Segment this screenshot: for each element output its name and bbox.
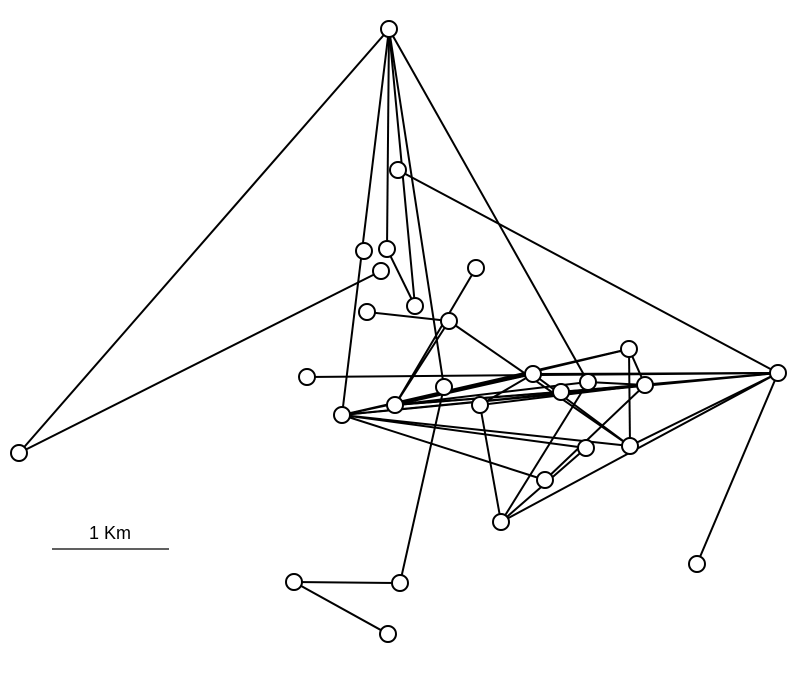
node-b xyxy=(389,161,407,179)
edge-41 xyxy=(399,386,445,584)
node-aa xyxy=(688,555,706,573)
edge-19 xyxy=(341,414,587,449)
edge-33 xyxy=(544,384,646,481)
edge-8 xyxy=(18,270,382,454)
scale-bar-label: 1 Km xyxy=(89,523,131,543)
node-k xyxy=(298,368,316,386)
edge-36 xyxy=(629,372,779,447)
node-e xyxy=(372,262,390,280)
node-a xyxy=(380,20,398,38)
node-z xyxy=(492,513,510,531)
node-q xyxy=(524,365,542,383)
edge-4 xyxy=(388,28,445,388)
node-ad xyxy=(379,625,397,643)
node-l xyxy=(435,378,453,396)
edge-12 xyxy=(394,320,450,406)
node-h xyxy=(358,303,376,321)
node-w xyxy=(621,437,639,455)
node-g xyxy=(467,259,485,277)
edge-6 xyxy=(397,169,779,374)
edge-10 xyxy=(448,320,631,447)
node-d xyxy=(378,240,396,258)
edge-5 xyxy=(388,28,589,383)
node-ab xyxy=(285,573,303,591)
edge-39 xyxy=(532,372,779,375)
edge-42 xyxy=(293,581,401,584)
edge-29 xyxy=(532,373,631,447)
nodes xyxy=(10,20,787,643)
edge-38 xyxy=(560,372,779,393)
edge-37 xyxy=(696,372,779,565)
edge-25 xyxy=(394,373,534,406)
node-v xyxy=(769,364,787,382)
edge-18 xyxy=(341,414,546,481)
edge-43 xyxy=(293,581,389,635)
edge-31 xyxy=(628,348,631,447)
node-ac xyxy=(391,574,409,592)
node-o xyxy=(471,396,489,414)
edges xyxy=(18,28,779,635)
node-r xyxy=(552,383,570,401)
edge-9 xyxy=(366,311,450,322)
edge-0 xyxy=(18,28,390,454)
node-y xyxy=(536,471,554,489)
edge-35 xyxy=(500,372,779,523)
node-c xyxy=(355,242,373,260)
node-s xyxy=(579,373,597,391)
edge-26 xyxy=(479,404,502,523)
node-t xyxy=(620,340,638,358)
node-j xyxy=(10,444,28,462)
edge-7 xyxy=(386,248,416,307)
node-m xyxy=(333,406,351,424)
scale-bar: 1 Km xyxy=(52,523,169,550)
edge-34 xyxy=(500,381,589,523)
node-u xyxy=(636,376,654,394)
edge-3 xyxy=(341,28,390,416)
node-x xyxy=(577,439,595,457)
node-f xyxy=(406,297,424,315)
edge-1 xyxy=(386,28,390,250)
edge-27 xyxy=(479,373,534,406)
node-i xyxy=(440,312,458,330)
node-n xyxy=(386,396,404,414)
